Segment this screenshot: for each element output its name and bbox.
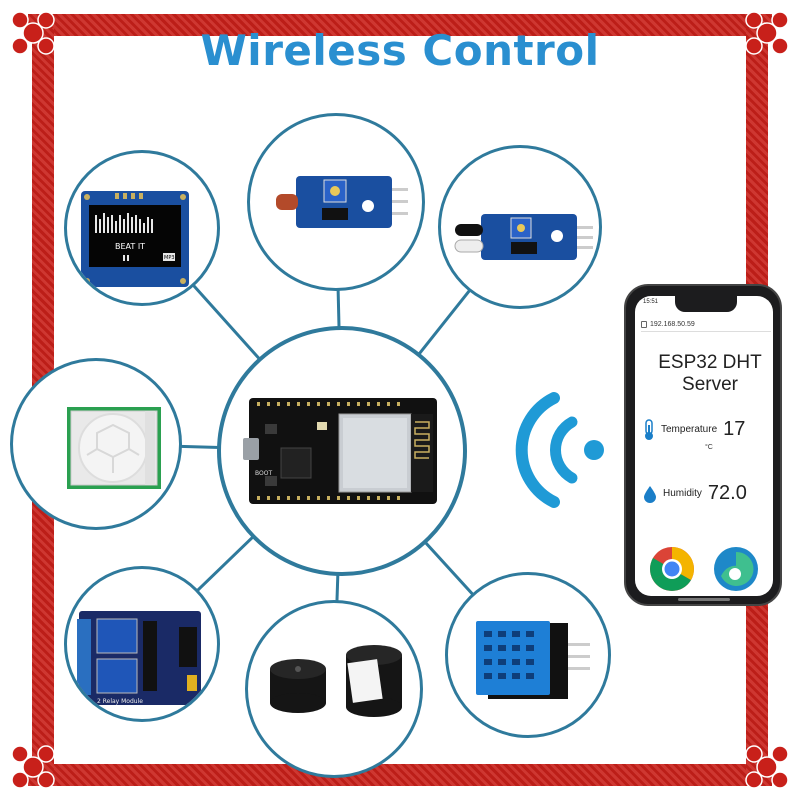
pir-sensor-bubble — [10, 358, 182, 530]
esp32-boot-label: BOOT — [255, 470, 272, 477]
thermometer-icon — [645, 418, 653, 440]
humidity-reading: Humidity 72.0 — [643, 482, 747, 505]
oled-screen-text: BEAT IT — [115, 242, 145, 251]
status-time: 15:51 — [643, 299, 659, 305]
temperature-unit: °C — [705, 444, 713, 451]
water-drop-icon — [644, 485, 656, 503]
relay-label: 2 Relay Module — [97, 698, 143, 705]
phone-screen: 15:51 192.168.50.59 ESP32 DHT Server Tem… — [635, 296, 773, 596]
corner-knot-icon — [11, 11, 55, 55]
esp32-board-bubble: BOOT — [217, 326, 467, 576]
buzzer-bubble — [245, 600, 423, 778]
corner-knot-icon — [11, 745, 55, 789]
browser-url-bar[interactable]: 192.168.50.59 — [641, 318, 771, 332]
browser-icons — [649, 546, 759, 592]
frame-top-border — [28, 14, 772, 36]
url-text: 192.168.50.59 — [650, 321, 695, 328]
relay-module-bubble: 2 Relay Module — [64, 566, 220, 722]
temperature-value: 17 — [723, 418, 746, 440]
humidity-label: Humidity — [663, 488, 702, 499]
oled-display-bubble: BEAT IT MP3 — [64, 150, 220, 306]
home-indicator — [678, 598, 730, 601]
corner-knot-icon — [745, 745, 789, 789]
edge-icon[interactable] — [713, 546, 759, 592]
ir-sensor-bubble — [438, 145, 602, 309]
lock-icon — [641, 321, 647, 328]
wifi-signal-icon — [515, 392, 604, 508]
oled-badge: MP3 — [164, 255, 175, 261]
phone-notch — [675, 296, 737, 312]
temperature-label: Temperature — [661, 424, 718, 435]
corner-knot-icon — [745, 11, 789, 55]
page-title: Wireless Control — [200, 26, 600, 75]
smartphone: 15:51 192.168.50.59 ESP32 DHT Server Tem… — [624, 284, 782, 606]
chrome-icon[interactable] — [649, 546, 695, 592]
frame-bottom-border — [28, 764, 772, 786]
dht-sensor-bubble — [445, 572, 611, 738]
light-sensor-bubble — [247, 113, 425, 291]
humidity-value: 72.0 — [707, 482, 747, 504]
temperature-reading: Temperature 17 — [643, 418, 745, 441]
app-title: ESP32 DHT Server — [658, 352, 762, 395]
